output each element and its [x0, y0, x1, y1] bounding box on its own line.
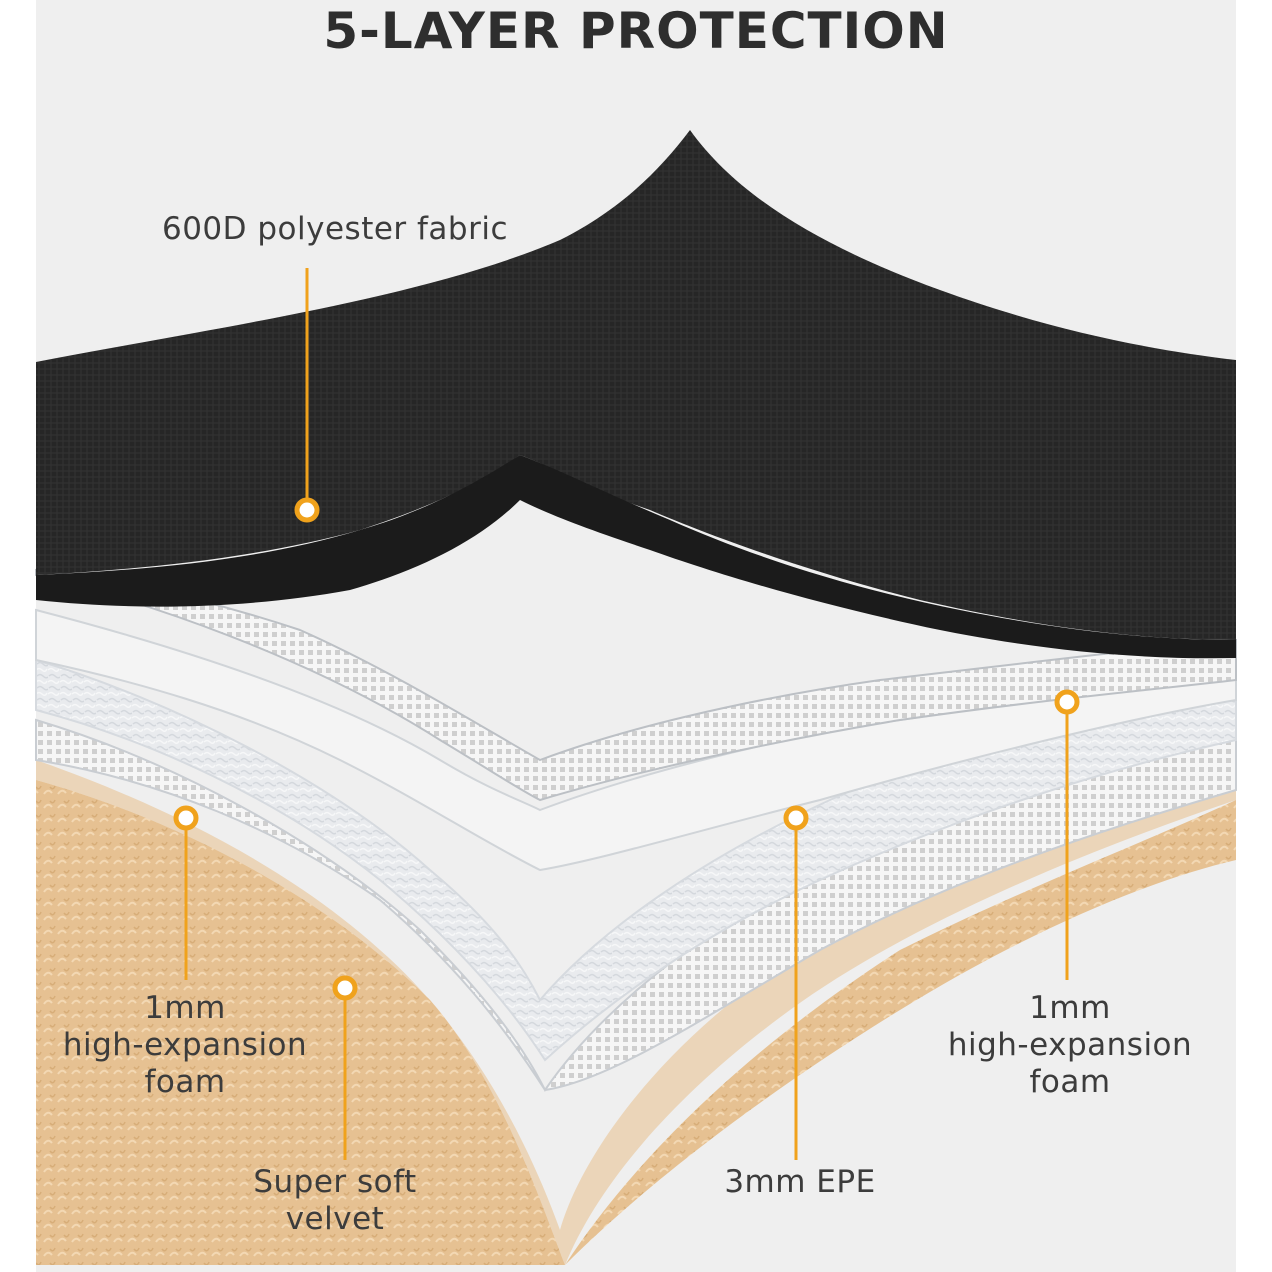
- foam-layer: [35, 608, 1237, 872]
- foam-right-label: 1mm high-expansion foam: [947, 990, 1193, 1100]
- fabric-layer: [36, 130, 1236, 640]
- callout-dot-foam-left: [173, 805, 199, 831]
- callout-dot-foam-right: [1054, 689, 1080, 715]
- foam-left-label: 1mm high-expansion foam: [62, 990, 308, 1100]
- velvet-layer: [36, 780, 1236, 1265]
- fabric-label: 600D polyester fabric: [161, 211, 509, 247]
- epe-label: 3mm EPE: [724, 1164, 876, 1200]
- velvet-label: Super soft velvet: [253, 1164, 417, 1237]
- callout-dot-epe: [783, 805, 809, 831]
- page-title: 5-LAYER PROTECTION: [323, 2, 949, 60]
- callout-dot-velvet: [332, 975, 358, 1001]
- callout-dot-fabric: [294, 497, 320, 523]
- fabric-fold: [36, 455, 1236, 659]
